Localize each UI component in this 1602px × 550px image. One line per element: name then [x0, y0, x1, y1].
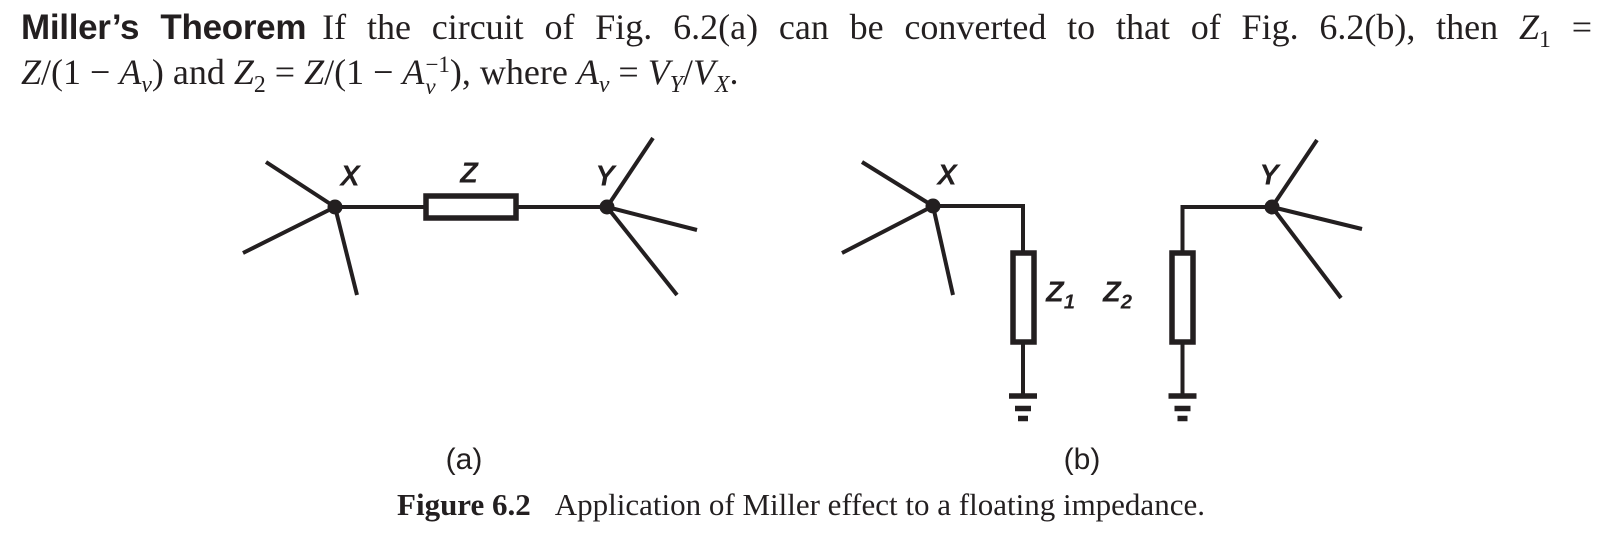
impedance-z-box	[423, 193, 519, 221]
subfigure-label-b: (b)	[1063, 443, 1101, 476]
math-expr: ) and	[151, 52, 234, 92]
z1-subscript: 1	[1063, 291, 1075, 314]
ray	[860, 160, 935, 208]
wire-x-to-z1	[933, 204, 1025, 253]
impedance-z2-box	[1169, 250, 1196, 345]
math-period: .	[729, 52, 739, 92]
impedance-label-z2: Z2	[1103, 276, 1132, 314]
impedance-label-z1: Z1	[1046, 276, 1075, 314]
diagram-b	[841, 138, 1363, 422]
node-x-dot	[327, 199, 343, 215]
theorem-line-1: Miller’s Theorem If the circuit of Fig. 6…	[21, 5, 1592, 54]
math-equals: =	[609, 52, 648, 92]
ray	[1270, 205, 1343, 300]
ray	[605, 136, 655, 209]
math-slash: /	[682, 52, 693, 92]
ray	[1271, 205, 1363, 231]
ray	[1270, 138, 1319, 209]
math-z2-sub: 2	[253, 72, 266, 99]
theorem-title: Miller’s Theorem	[21, 8, 307, 47]
node-y-dot	[1264, 199, 1280, 215]
ground-symbol	[1009, 393, 1037, 422]
theorem-paragraph: Miller’s Theorem If the circuit of Fig. 6…	[21, 5, 1592, 99]
figure-caption-number: Figure 6.2	[397, 487, 531, 522]
z2-base: Z	[1103, 276, 1121, 309]
z2-subscript: 2	[1120, 291, 1132, 314]
figure-caption-text: Application of Miller effect to a floati…	[554, 487, 1205, 522]
node-label-x-a: X	[340, 160, 360, 193]
figure-caption: Figure 6.2 Application of Miller effect t…	[0, 487, 1602, 523]
math-vx-sub: X	[714, 72, 730, 99]
math-av-sub: v	[425, 72, 436, 99]
math-equals: =	[1571, 7, 1592, 47]
ray	[841, 204, 934, 255]
node-x-dot	[925, 198, 941, 214]
node-label-x-b: X	[937, 159, 957, 192]
ray	[605, 205, 679, 297]
impedance-z1-box	[1010, 250, 1037, 345]
theorem-body-text: If the circuit of Fig. 6.2(a) can be con…	[322, 7, 1499, 47]
math-av-var: A	[402, 52, 425, 92]
math-expr: ), where	[449, 52, 577, 92]
math-exponent: −1	[425, 51, 450, 77]
ray	[931, 205, 955, 296]
math-expr: /(1 −	[324, 52, 403, 92]
math-z2-var: Z	[233, 52, 254, 92]
math-equals: =	[265, 52, 305, 92]
math-z-var: Z	[21, 52, 42, 92]
node-y-dot	[599, 199, 615, 215]
ray	[606, 205, 698, 232]
math-av-var: A	[119, 52, 142, 92]
diagram-a	[242, 136, 698, 297]
ray	[333, 206, 359, 296]
node-y-rays	[605, 136, 698, 297]
node-x-rays	[841, 160, 955, 296]
subfigure-label-a: (a)	[445, 443, 483, 476]
node-x-rays	[242, 160, 359, 296]
math-z1-var: Z	[1518, 7, 1539, 47]
ray	[242, 205, 336, 255]
z1-base: Z	[1046, 276, 1064, 309]
node-label-y-b: Y	[1259, 159, 1279, 192]
impedance-label-z: Z	[460, 157, 478, 190]
math-z-var: Z	[304, 52, 325, 92]
node-y-rays	[1270, 138, 1363, 300]
math-av-sub: v	[141, 72, 152, 99]
math-z1-sub: 1	[1539, 27, 1551, 54]
ground-symbol	[1168, 393, 1197, 422]
node-label-y-a: Y	[595, 160, 615, 193]
math-expr: /(1 −	[41, 52, 120, 92]
ray	[264, 160, 337, 209]
math-vx-var: V	[692, 52, 715, 92]
math-av-var: A	[576, 52, 599, 92]
math-vy-sub: Y	[669, 72, 683, 99]
math-vy-var: V	[647, 52, 670, 92]
math-av-sub: v	[598, 72, 610, 99]
wire-z2-to-y	[1180, 205, 1272, 253]
